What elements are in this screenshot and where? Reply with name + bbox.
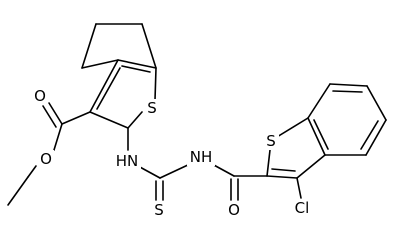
bond bbox=[137, 165, 161, 179]
bond bbox=[89, 111, 129, 129]
atom-labels: O O S HN NH S O S Cl bbox=[32, 87, 314, 219]
bond bbox=[366, 85, 387, 121]
bond bbox=[154, 67, 157, 101]
ester-ether-oxygen-label: O bbox=[40, 150, 52, 168]
bond bbox=[365, 119, 387, 156]
bond bbox=[89, 59, 119, 113]
bond bbox=[53, 123, 63, 151]
bond bbox=[121, 65, 151, 73]
bond bbox=[159, 163, 191, 179]
thione-sulfur-label: S bbox=[154, 201, 164, 219]
bond bbox=[332, 90, 363, 93]
bond bbox=[360, 120, 379, 150]
benzothiophene-thiophene-ring bbox=[266, 117, 326, 199]
bond bbox=[48, 102, 63, 125]
bond bbox=[81, 23, 97, 69]
amine-nh-right-label: NH bbox=[190, 148, 213, 166]
bond bbox=[42, 105, 57, 128]
ethyl-ester-group bbox=[7, 102, 91, 206]
bond bbox=[96, 67, 121, 110]
bond bbox=[313, 119, 329, 150]
amine-nh-left-label: HN bbox=[116, 152, 139, 170]
thiourea-linker bbox=[127, 127, 235, 201]
bond bbox=[141, 23, 157, 69]
bond bbox=[271, 168, 296, 172]
bond bbox=[329, 83, 368, 87]
structure-canvas: O O S HN NH S O S Cl bbox=[7, 23, 387, 219]
thiophene-ring bbox=[89, 59, 157, 129]
chloro-label: Cl bbox=[295, 199, 310, 217]
cyclopentane-ring bbox=[81, 23, 157, 69]
bond bbox=[266, 149, 271, 177]
bond bbox=[307, 83, 331, 119]
bond bbox=[117, 59, 157, 69]
bond bbox=[211, 163, 235, 177]
bond bbox=[61, 111, 91, 125]
bond bbox=[296, 177, 302, 199]
bond bbox=[266, 175, 298, 179]
bond bbox=[81, 59, 119, 69]
amide-oxygen-label: O bbox=[228, 201, 240, 219]
molecule-drawing: O O S HN NH S O S Cl bbox=[7, 23, 387, 219]
bond bbox=[296, 154, 326, 179]
bond bbox=[307, 117, 326, 156]
amide-group bbox=[230, 175, 268, 201]
bond bbox=[27, 165, 37, 178]
bond bbox=[7, 176, 29, 206]
thiophene-sulfur-label: S bbox=[147, 99, 157, 117]
bond bbox=[127, 111, 143, 129]
benzene-ring bbox=[307, 83, 387, 156]
benzothiophene-sulfur-label: S bbox=[266, 132, 276, 150]
ester-carbonyl-oxygen-label: O bbox=[34, 87, 46, 105]
